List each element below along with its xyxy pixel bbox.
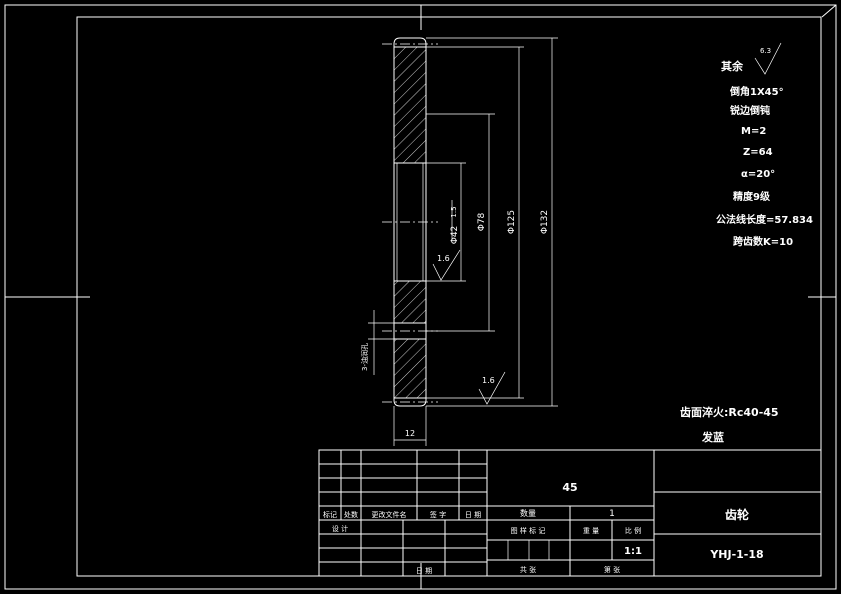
note-span-length: 公法线长度=57.834: [716, 213, 813, 226]
tb-date: 日 期: [465, 511, 481, 519]
dimension-lines: [368, 37, 782, 446]
tb-ratio: 比 例: [625, 526, 641, 535]
note-accuracy: 精度9级: [733, 190, 771, 203]
tb-sheet: 第 张: [604, 565, 620, 574]
note-rest-roughness: 6.3: [760, 47, 771, 55]
dim-bore: Φ42: [450, 226, 460, 245]
note-module: M=2: [741, 126, 766, 137]
tb-quantity: 1: [609, 509, 615, 519]
note-rest: 其余: [721, 59, 744, 73]
note-pressure-angle: α=20°: [741, 169, 775, 180]
gear-section: [382, 37, 438, 407]
title-block: [318, 449, 822, 577]
note-sharp-edge: 锐边倒钝: [730, 104, 770, 117]
note-blackening: 发蓝: [701, 430, 724, 444]
tb-quantity-label: 数量: [520, 508, 536, 518]
tb-design: 设 计: [332, 524, 348, 533]
tb-part-name: 齿轮: [725, 507, 750, 522]
dim-hub: Φ78: [477, 212, 487, 231]
tb-scale: 1:1: [624, 546, 642, 557]
tb-mark: 标记: [323, 510, 337, 519]
note-span-teeth: 跨齿数K=10: [733, 235, 793, 248]
tb-weight: 重 量: [583, 527, 599, 535]
tb-material: 45: [562, 481, 577, 494]
dim-root: Φ125: [507, 210, 517, 234]
tb-stage: 图 样 标 记: [511, 526, 546, 535]
tb-change: 更改文件名: [372, 510, 407, 519]
tb-sheets: 共 张: [520, 565, 536, 574]
dim-outer: Φ132: [540, 210, 550, 234]
tb-count: 处数: [344, 510, 358, 519]
dim-keyway: 1.5: [450, 206, 458, 217]
dim-width: 12: [405, 429, 415, 438]
note-heat-treatment: 齿面淬火:Rc40-45: [680, 405, 779, 419]
dim-lube-hole: 3-油润孔: [360, 343, 369, 371]
tb-sign: 签 字: [430, 510, 446, 519]
section-hatch-upper: [393, 46, 427, 164]
note-teeth: Z=64: [743, 147, 773, 158]
roughness-bore: 1.6: [437, 254, 450, 263]
section-hatch-middle: [393, 280, 427, 324]
tb-date2: 日 期: [416, 567, 432, 575]
note-chamfer: 倒角1X45°: [729, 85, 784, 98]
section-hatch-lower: [393, 338, 427, 399]
roughness-face: 1.6: [482, 376, 495, 385]
tech-notes: 其余 6.3 倒角1X45° 锐边倒钝 M=2 Z=64 α=20° 精度9级 …: [680, 47, 813, 444]
tb-drawing-no: YHJ-1-18: [709, 548, 763, 561]
